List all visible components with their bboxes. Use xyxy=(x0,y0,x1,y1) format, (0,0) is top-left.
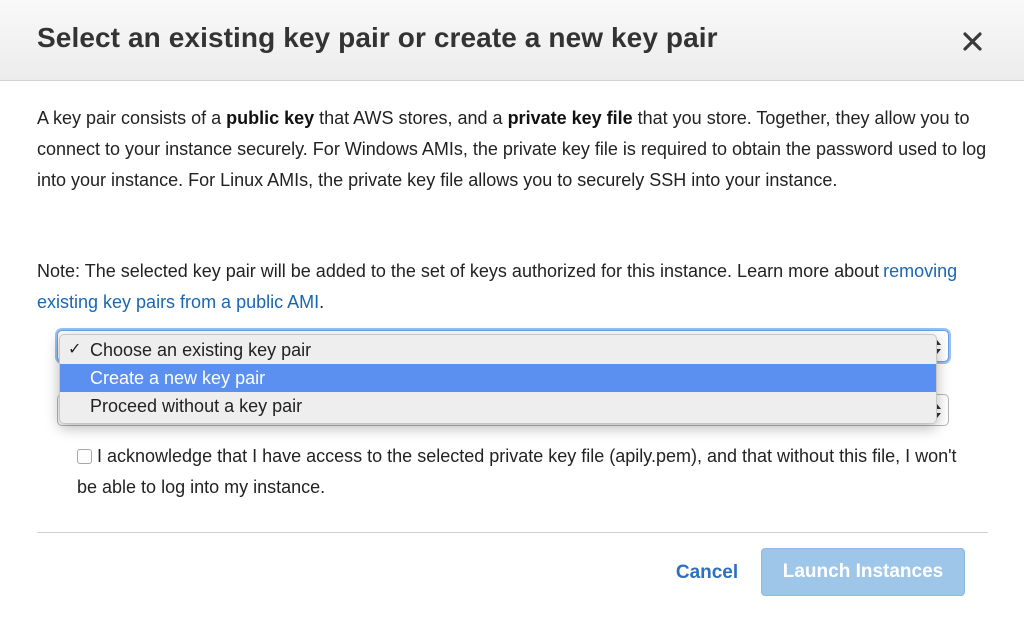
option-label: Choose an existing key pair xyxy=(90,340,312,360)
option-proceed-without-key-pair[interactable]: Proceed without a key pair xyxy=(60,392,936,420)
description-bold-public-key: public key xyxy=(226,108,315,128)
option-create-new-key-pair[interactable]: Create a new key pair xyxy=(60,364,936,392)
acknowledge-row: I acknowledge that I have access to the … xyxy=(77,441,957,503)
option-choose-existing-key-pair[interactable]: ✓ Choose an existing key pair xyxy=(60,336,936,364)
description-text-1: A key pair consists of a xyxy=(37,108,227,128)
dialog-header: Select an existing key pair or create a … xyxy=(0,0,1024,81)
close-button[interactable] xyxy=(956,24,990,58)
dialog-title: Select an existing key pair or create a … xyxy=(37,22,718,53)
acknowledge-label: I acknowledge that I have access to the … xyxy=(77,446,957,497)
removing-key-pairs-link[interactable]: removing existing key pairs from a publi… xyxy=(37,261,958,312)
key-pair-description: A key pair consists of a public key that… xyxy=(37,103,987,196)
footer-divider xyxy=(37,532,988,533)
close-icon xyxy=(963,32,982,51)
note-text: Note: The selected key pair will be adde… xyxy=(37,261,880,281)
option-label: Proceed without a key pair xyxy=(90,396,303,416)
key-pair-type-dropdown: ✓ Choose an existing key pair Create a n… xyxy=(59,334,937,424)
description-text-3: that you store. Together, they allow you… xyxy=(37,108,987,190)
description-bold-private-key-file: private key file xyxy=(507,108,633,128)
acknowledge-checkbox[interactable] xyxy=(77,449,92,464)
key-pair-note: Note: The selected key pair will be adde… xyxy=(37,256,987,318)
launch-instances-button[interactable]: Launch Instances xyxy=(761,548,965,596)
description-text-2: that AWS stores, and a xyxy=(314,108,508,128)
cancel-button[interactable]: Cancel xyxy=(664,556,750,590)
option-label: Create a new key pair xyxy=(90,368,266,388)
note-suffix: . xyxy=(319,292,325,312)
checkmark-icon: ✓ xyxy=(68,341,82,358)
